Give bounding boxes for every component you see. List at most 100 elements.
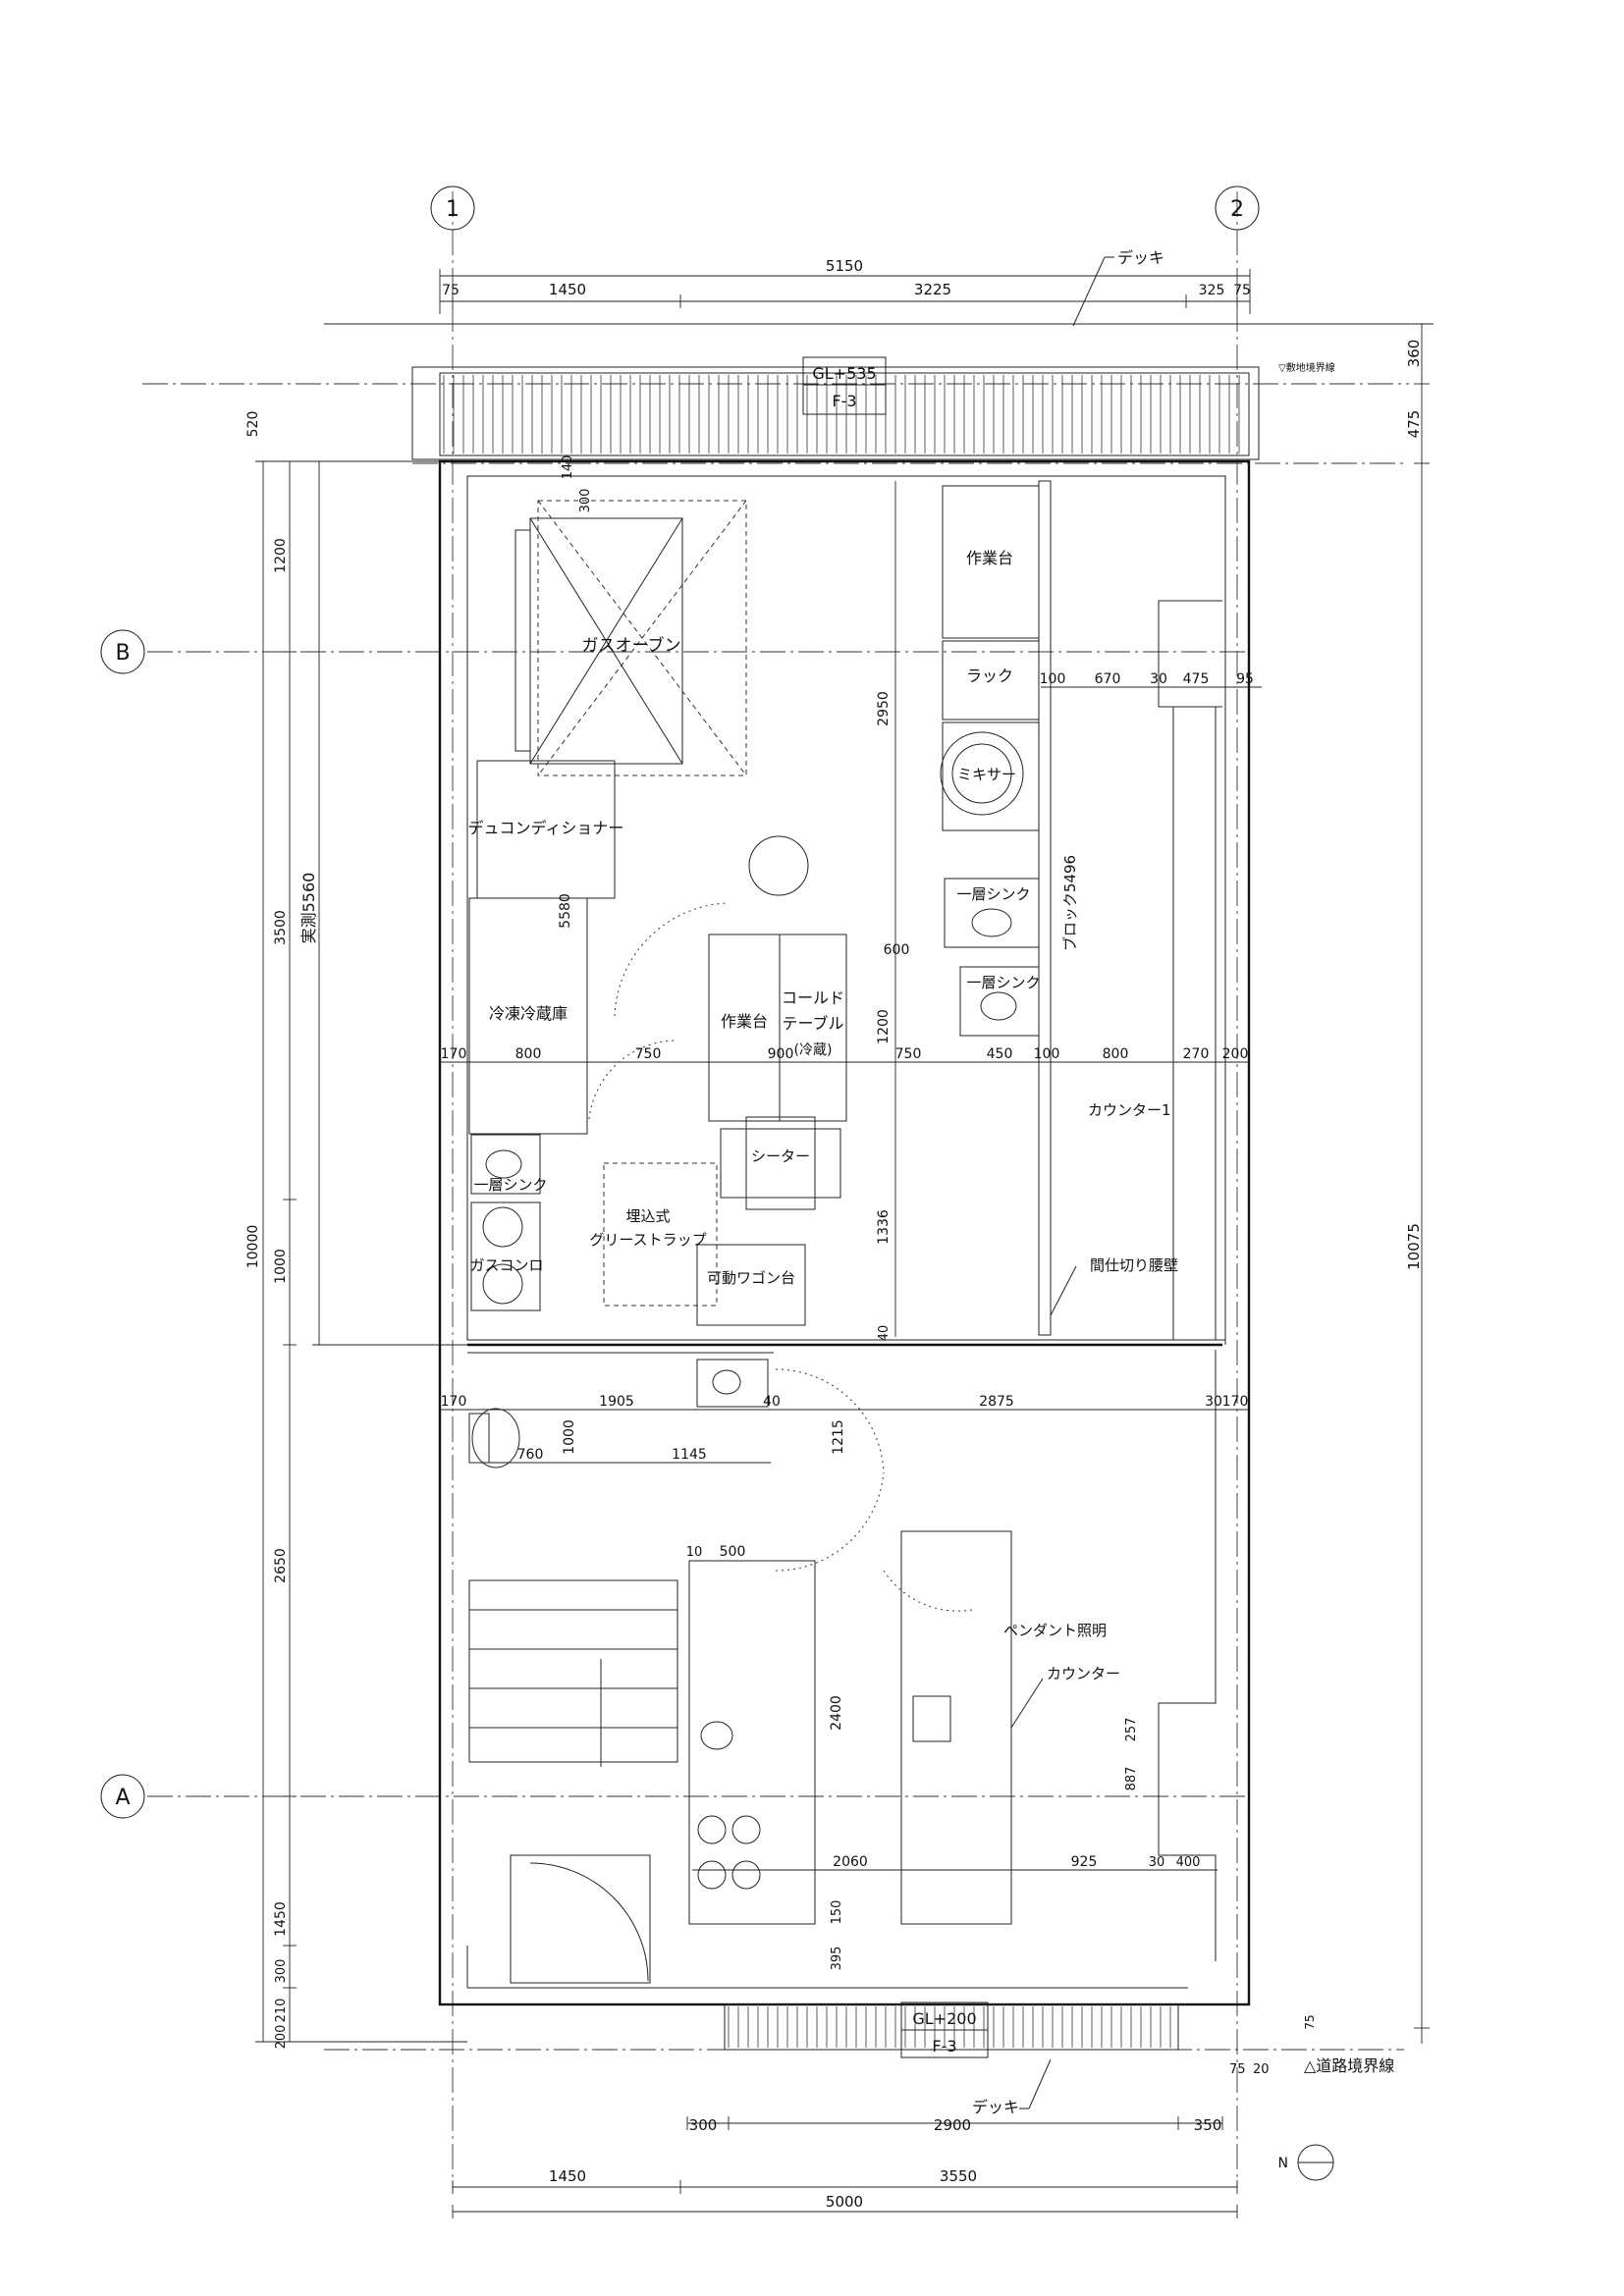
svg-text:作業台: 作業台 [721,1012,768,1031]
svg-text:5150: 5150 [826,257,863,275]
svg-text:150: 150 [830,1900,844,1925]
svg-text:3500: 3500 [273,910,289,945]
svg-text:1145: 1145 [672,1447,707,1463]
svg-text:75: 75 [1233,283,1251,298]
svg-text:30: 30 [1149,1855,1165,1870]
toilet [468,1408,520,1468]
svg-text:300: 300 [274,1959,289,1984]
svg-text:1905: 1905 [599,1394,634,1410]
svg-text:1200: 1200 [273,538,289,573]
svg-text:1450: 1450 [549,281,586,298]
grease-trap: 埋込式 グリーストラップ [589,1162,718,1307]
service-counter [688,1560,816,1925]
sink-1c: 一層シンク [470,1134,548,1195]
grid-bubble-a: A [100,1774,145,1819]
grid-lines [142,191,1409,2189]
level-bottom: GL+200 [912,2009,976,2028]
svg-text:450: 450 [987,1046,1013,1062]
svg-text:360: 360 [1405,340,1423,368]
svg-text:1450: 1450 [273,1901,289,1937]
svg-text:1: 1 [446,197,460,222]
svg-text:325: 325 [1199,283,1225,298]
row-dim-1: 170 800 750 900 750 450 100 800 270 200 [440,1046,1249,1063]
svg-text:ラック: ラック [966,667,1013,685]
svg-text:270: 270 [1183,1046,1210,1062]
svg-text:257: 257 [1124,1718,1139,1742]
svg-text:B: B [115,641,130,666]
svg-text:2060: 2060 [833,1854,868,1870]
gas-stove: ガスコンロ [469,1201,544,1311]
deconditioner: デュコンディショナー [468,760,623,899]
svg-text:75: 75 [1229,2062,1246,2077]
north-arrow: N [1278,2144,1334,2181]
svg-text:可動ワゴン台: 可動ワゴン台 [707,1269,795,1287]
svg-text:100: 100 [1034,1046,1060,1062]
sink-1b: 一層シンク [959,966,1041,1037]
svg-text:395: 395 [830,1947,844,1971]
rack-dims: 100 670 30 475 95 [1040,671,1262,688]
bottom-deck: GL+200 F-3 [724,2002,1179,2058]
svg-text:10075: 10075 [1405,1223,1423,1270]
entrance-door [510,1854,651,1984]
svg-text:30: 30 [1205,1394,1222,1410]
pendant-light: ペンダント照明 [1003,1622,1107,1639]
sink-1a: 一層シンク [944,878,1040,948]
svg-text:1450: 1450 [549,2167,586,2185]
svg-text:ミキサー: ミキサー [957,766,1016,783]
cold-table: コールド テーブル (冷蔵) [779,934,847,1122]
row-dim-2: 170 1905 40 2875 30 170 [440,1394,1249,1411]
svg-text:1215: 1215 [831,1419,846,1455]
svg-text:475: 475 [1183,671,1210,687]
svg-text:埋込式: 埋込式 [625,1207,670,1225]
svg-text:1200: 1200 [876,1009,892,1044]
gas-oven: ガスオーブン [514,500,747,776]
svg-text:600: 600 [884,942,910,958]
deck-top-label: デッキ [1072,248,1164,327]
svg-text:A: A [115,1786,130,1810]
washer-units [697,1815,761,1890]
svg-text:500: 500 [720,1544,746,1560]
svg-text:カウンター: カウンター [1047,1665,1120,1682]
svg-text:350: 350 [1194,2116,1222,2134]
svg-text:800: 800 [1103,1046,1129,1062]
actual-measure-label: 実測5560 [299,873,318,944]
svg-text:1000: 1000 [273,1249,289,1284]
svg-text:作業台: 作業台 [966,549,1013,567]
svg-text:デッキ: デッキ [972,2098,1019,2116]
svg-text:N: N [1278,2156,1288,2171]
svg-text:2650: 2650 [273,1548,289,1583]
block-wall: ブロック5496 [1038,480,1079,1336]
counter-2: カウンター [900,1530,1120,1925]
svg-text:1336: 1336 [876,1209,892,1245]
svg-text:コールド: コールド [782,988,844,1007]
right-dimensions: 360 475 10075 75 75 20 [1229,323,1430,2077]
svg-text:75: 75 [442,283,460,298]
svg-text:40: 40 [763,1394,781,1410]
stairs [468,1579,678,1767]
svg-text:30: 30 [1150,671,1167,687]
svg-text:カウンター1: カウンター1 [1088,1101,1171,1119]
svg-text:170: 170 [1222,1394,1249,1410]
svg-text:670: 670 [1095,671,1121,687]
sheeter: シーター [720,1116,841,1210]
freezer: 冷凍冷蔵庫 [468,897,588,1135]
worktable-2: 作業台 [708,934,781,1122]
grid-bubble-1: 1 [430,186,475,231]
svg-text:一層シンク: 一層シンク [473,1176,547,1194]
svg-text:テーブル: テーブル [782,1014,843,1033]
mixer: ミキサー [940,721,1040,831]
top-dimensions: 5150 75 1450 3225 325 75 [324,257,1434,325]
left-dimensions: 520 1200 3500 10000 1000 2650 1450 300 2… [245,411,467,2050]
svg-text:ブロック5496: ブロック5496 [1061,855,1079,951]
level-top: GL+535 [812,364,876,383]
svg-text:300: 300 [578,489,593,513]
bottom-dimensions: 300 2900 350 1450 3550 5000 [452,2116,1238,2218]
door-swings [588,835,973,1612]
level-bottom-ref: F-3 [932,2037,956,2056]
svg-text:520: 520 [245,411,261,438]
svg-text:750: 750 [895,1046,922,1062]
counter-1: カウンター1 [1088,706,1217,1341]
svg-text:5000: 5000 [826,2193,863,2211]
svg-text:200: 200 [274,2025,289,2050]
